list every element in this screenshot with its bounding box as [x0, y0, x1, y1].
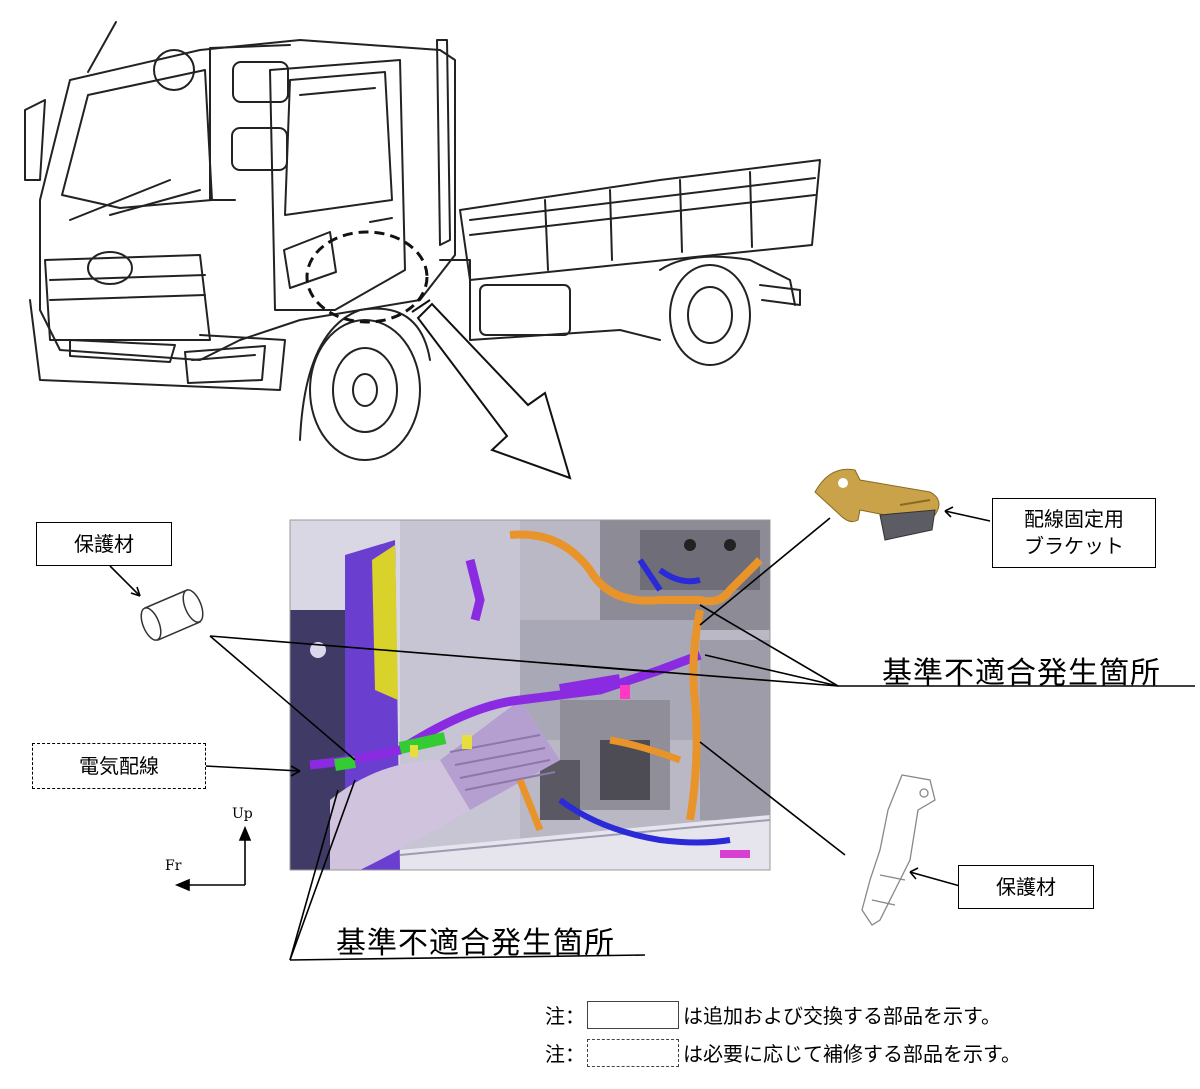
- wiring-bracket-label: 配線固定用 ブラケット: [992, 498, 1156, 568]
- nonconformity-location-label-bottom: 基準不適合発生箇所: [336, 926, 615, 961]
- zoom-highlight-ellipse: [305, 230, 429, 324]
- truck-drawing: [24, 21, 821, 461]
- up-direction-label: Up: [232, 806, 253, 822]
- zoom-arrow: [416, 302, 572, 480]
- note-text: は必要に応じて補修する部品を示す。: [683, 1042, 1021, 1066]
- protector-bracket-part: [861, 774, 936, 926]
- note-text: は追加および交換する部品を示す。: [683, 1004, 1001, 1028]
- protector-label-right: 保護材: [958, 865, 1094, 909]
- legend-note-solid: 注： は追加および交換する部品を示す。: [545, 1000, 1001, 1029]
- protector-cylinder-part: [140, 589, 204, 641]
- wiring-bracket-part: [814, 468, 940, 541]
- solid-box-swatch: [587, 1000, 679, 1029]
- nonconformity-location-label-right: 基準不適合発生箇所: [882, 656, 1161, 691]
- dashed-box-swatch: [587, 1038, 679, 1067]
- engine-bay-render: [289, 519, 771, 871]
- note-prefix: 注：: [545, 1004, 585, 1028]
- leader-lines: [109, 506, 1195, 961]
- direction-axes: [174, 825, 252, 892]
- electrical-wiring-label: 電気配線: [32, 743, 206, 789]
- legend-note-dashed: 注： は必要に応じて補修する部品を示す。: [545, 1038, 1021, 1067]
- protector-label-top: 保護材: [36, 522, 172, 566]
- front-direction-label: Fr: [165, 858, 182, 874]
- note-prefix: 注：: [545, 1042, 585, 1066]
